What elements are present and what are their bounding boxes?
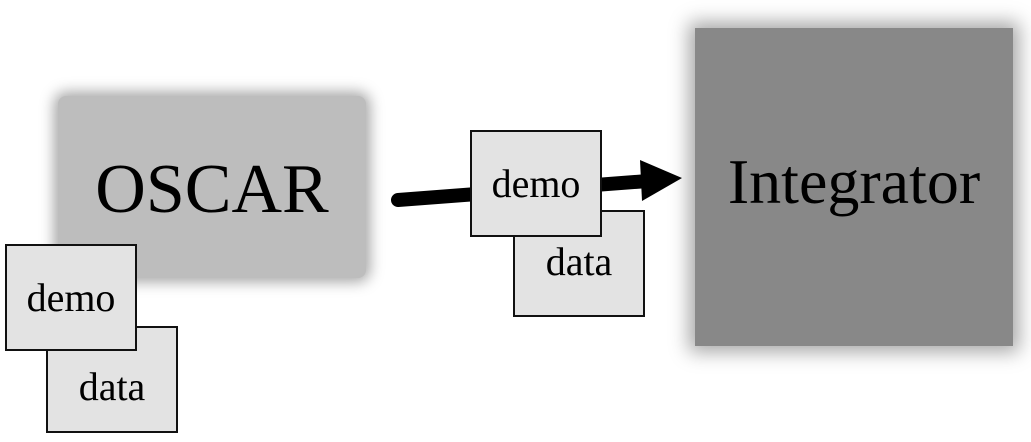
data-document-left-label: data — [78, 364, 146, 409]
integrator-node: Integrator — [695, 28, 1013, 346]
demo-document-mid: demo — [470, 130, 602, 237]
data-document-mid-label: data — [545, 239, 613, 284]
demo-document-left-label: demo — [26, 275, 116, 320]
integrator-label: Integrator — [727, 146, 981, 217]
demo-document-mid-label: demo — [491, 161, 581, 206]
arrow-head — [640, 160, 682, 201]
demo-document-left: demo — [5, 244, 137, 351]
oscar-label: OSCAR — [95, 151, 329, 228]
oscar-node: OSCAR — [58, 96, 366, 278]
